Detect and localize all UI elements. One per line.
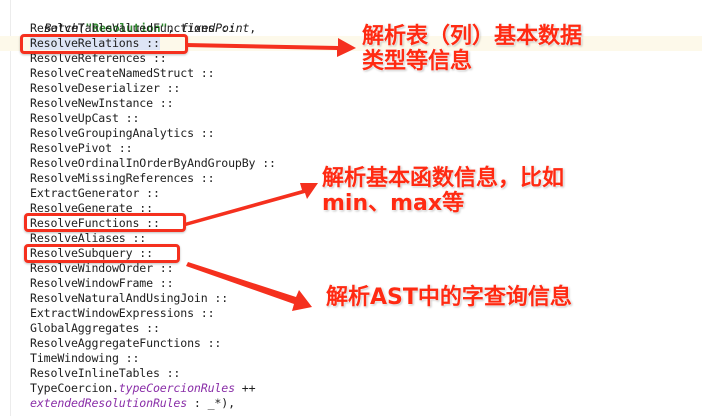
annotation-text-line: 解析AST中的字查询信息 — [326, 285, 572, 310]
arrow-icon — [184, 183, 318, 226]
code-line[interactable]: ResolveWindowOrder :: — [30, 261, 174, 275]
code-line[interactable]: ResolveWindowFrame :: — [30, 276, 174, 290]
separator: , — [167, 21, 181, 35]
type-coercion-object: TypeCoercion. — [30, 381, 119, 395]
type-coercion-rules: typeCoercionRules — [118, 381, 235, 395]
code-line[interactable]: ExtractWindowExpressions :: — [30, 306, 215, 320]
batch-name-string: "Resolution" — [85, 21, 168, 35]
code-line[interactable]: GlobalAggregates :: — [30, 321, 160, 335]
batch-keyword: Batch( — [44, 21, 86, 35]
code-line[interactable]: ResolveOrdinalInOrderByAndGroupBy :: — [30, 156, 276, 170]
code-line[interactable]: ResolvePivot :: — [30, 141, 133, 155]
extended-resolution-rules: extendedResolutionRules — [30, 396, 188, 410]
code-line[interactable]: ResolveInlineTables :: — [30, 366, 181, 380]
annotation-resolve-relations: 解析表（列）基本数据 类型等信息 — [362, 24, 582, 74]
annotation-text-line: 解析表（列）基本数据 — [362, 24, 583, 49]
code-line[interactable]: ResolveReferences :: — [30, 51, 167, 65]
annotation-text-line: 解析基本函数信息，比如 — [322, 166, 565, 191]
code-line-type-coercion[interactable]: TypeCoercion.typeCoercionRules ++ — [30, 381, 256, 396]
code-line[interactable]: ResolveGenerate :: — [30, 201, 153, 215]
code-line[interactable]: ResolveGroupingAnalytics :: — [30, 126, 215, 140]
code-line[interactable]: ExtractGenerator :: — [30, 186, 160, 200]
fixed-point-param: fixedPoint — [180, 21, 250, 35]
concat-operator: ++ — [234, 381, 256, 395]
varargs-tail: : _*), — [187, 396, 235, 410]
code-line-resolve-subquery[interactable]: ResolveSubquery :: — [30, 246, 153, 260]
trailing-comma: , — [249, 21, 257, 35]
highlight-box-resolve-functions — [24, 213, 186, 232]
code-line[interactable]: ResolveAliases :: — [30, 231, 147, 245]
code-line-extended-rules[interactable]: extendedResolutionRules : _*), — [30, 396, 235, 411]
annotation-text-line: 类型等信息 — [362, 49, 473, 74]
code-line[interactable]: TimeWindowing :: — [30, 351, 140, 365]
annotation-resolve-functions: 解析基本函数信息，比如 min、max等 — [322, 166, 564, 216]
code-line[interactable]: ResolveNewInstance :: — [30, 96, 174, 110]
code-line[interactable]: ResolveAggregateFunctions :: — [30, 336, 222, 350]
annotation-text-line: min、max等 — [322, 191, 465, 216]
annotation-resolve-subquery: 解析AST中的字查询信息 — [326, 285, 572, 310]
code-line-resolve-functions[interactable]: ResolveFunctions :: — [30, 216, 160, 230]
code-line[interactable]: ResolveNaturalAndUsingJoin :: — [30, 291, 229, 305]
selected-text: ResolveRelations :: — [30, 36, 160, 50]
code-line[interactable]: ResolveCreateNamedStruct :: — [30, 66, 215, 80]
code-line-current[interactable]: ResolveRelations :: — [30, 36, 160, 51]
gutter-divider — [10, 0, 11, 416]
code-line[interactable]: ResolveDeserializer :: — [30, 81, 181, 95]
code-line[interactable]: ResolveUpCast :: — [30, 111, 140, 125]
code-line-batch[interactable]: Batch("Resolution", fixedPoint, — [17, 6, 256, 35]
code-line[interactable]: ResolveTableValuedFunctions :: — [30, 21, 235, 35]
code-line[interactable]: ResolveMissingReferences :: — [30, 171, 215, 185]
highlight-box-resolve-relations — [20, 34, 188, 54]
highlight-box-resolve-subquery — [24, 244, 180, 263]
